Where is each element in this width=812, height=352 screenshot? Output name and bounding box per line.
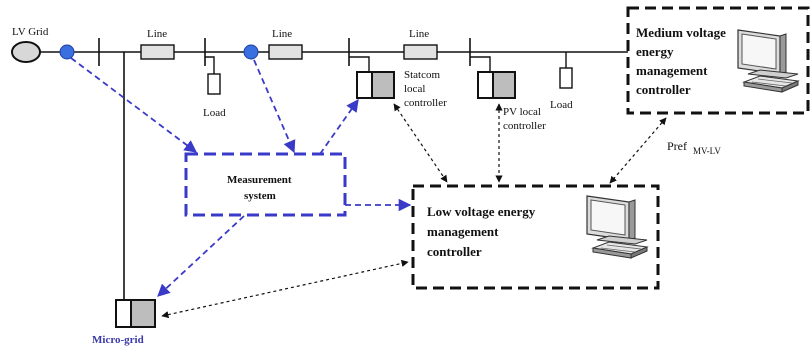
statcom-device-right [371, 71, 395, 99]
microgrid-label: Micro-grid [92, 334, 144, 346]
load-1-box [207, 73, 221, 95]
measurement-node-2 [243, 44, 259, 60]
lv-label-line3: controller [427, 244, 482, 259]
lv-grid-source [11, 41, 41, 63]
pv-label-line1: PV local [503, 106, 541, 118]
comm-arrow-microgrid-lv [161, 259, 409, 319]
comm-arrow-mv-lv [609, 117, 667, 184]
meas-arrow-statcom [319, 98, 359, 155]
microgrid-device-left [115, 299, 132, 328]
mv-label-line3: management [636, 63, 708, 78]
pref-main: Pref [667, 139, 687, 153]
pref-subscript: MV-LV [693, 146, 721, 156]
pref-label: Pref MV-LV [667, 139, 721, 156]
mv-label-line2: energy [636, 44, 674, 59]
measurement-node-1 [59, 44, 75, 60]
meas-arrow-microgrid [157, 215, 245, 297]
line-label-1: Line [147, 28, 167, 40]
statcom-device-left [356, 71, 373, 99]
meas-arrow-node1 [70, 57, 198, 153]
pv-device-right [492, 71, 516, 99]
line-label-3: Line [409, 28, 429, 40]
pv-feeder [470, 56, 491, 72]
computer-icon-lv [586, 195, 649, 259]
statcom-label-line3: controller [404, 97, 447, 109]
load-2-box [559, 67, 573, 89]
load-label-2: Load [550, 99, 573, 111]
measurement-label-line1: Measurement [227, 174, 292, 186]
computer-icon-mv [737, 29, 800, 93]
measurement-label-line2: system [244, 190, 276, 202]
comm-arrow-statcom-lv [393, 103, 448, 183]
measurement-system-box [184, 152, 347, 217]
line-component-1 [140, 44, 175, 60]
statcom-feeder [349, 56, 370, 72]
line-label-2: Line [272, 28, 292, 40]
pv-label-line2: controller [503, 120, 546, 132]
mv-label-line4: controller [636, 82, 691, 97]
statcom-label-line2: local [404, 83, 425, 95]
pv-device-left [477, 71, 494, 99]
mv-label-line1: Medium voltage [636, 25, 726, 40]
microgrid-device-right [130, 299, 156, 328]
line-component-3 [403, 44, 438, 60]
load-1-feeder [205, 56, 215, 74]
meas-arrow-node2 [253, 59, 296, 154]
load-label-1: Load [203, 107, 226, 119]
lv-label-line1: Low voltage energy [427, 204, 536, 219]
statcom-label-line1: Statcom [404, 69, 440, 81]
lv-grid-label: LV Grid [12, 26, 49, 38]
line-component-2 [268, 44, 303, 60]
lv-label-line2: management [427, 224, 499, 239]
